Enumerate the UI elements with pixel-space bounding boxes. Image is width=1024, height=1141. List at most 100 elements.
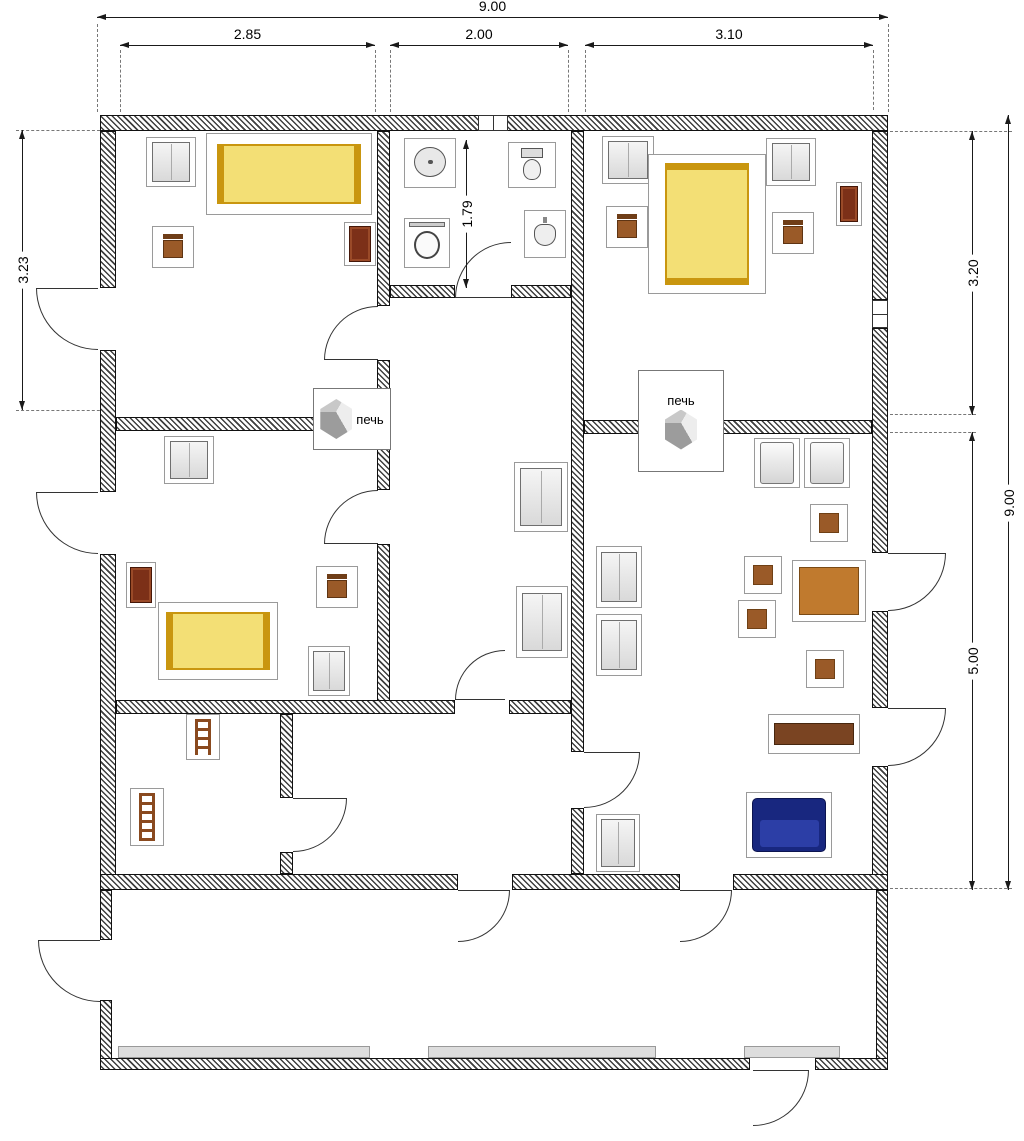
- cabinet-icon[interactable]: [344, 222, 376, 266]
- dimension-right-total: 9.00: [1001, 115, 1017, 890]
- wardrobe-icon[interactable]: [164, 436, 214, 484]
- bed-icon[interactable]: [648, 154, 766, 294]
- extension-line: [873, 50, 874, 110]
- wardrobe-icon[interactable]: [596, 614, 642, 676]
- extension-line: [16, 130, 100, 131]
- dimension-label: 3.23: [15, 251, 31, 289]
- wall-segment: [390, 285, 455, 298]
- extension-line: [890, 131, 1012, 132]
- wall-segment: [100, 1000, 112, 1070]
- chair-icon[interactable]: [772, 212, 814, 254]
- ladder-icon[interactable]: [186, 714, 220, 760]
- dimension-label: 2.00: [465, 26, 493, 42]
- dimension-top-right: 3.10: [585, 26, 873, 48]
- extension-line: [888, 24, 889, 112]
- fridge-icon[interactable]: [754, 438, 800, 488]
- dimension-label: 3.20: [965, 254, 981, 292]
- cabinet-icon[interactable]: [836, 182, 862, 226]
- dimension-right-lower: 5.00: [965, 432, 981, 890]
- bench-icon[interactable]: [768, 714, 860, 754]
- chair-icon[interactable]: [606, 206, 648, 248]
- extension-line: [16, 410, 115, 411]
- wall-segment: [100, 890, 112, 940]
- extension-line: [890, 888, 1012, 889]
- shower-icon[interactable]: [404, 138, 456, 188]
- window[interactable]: [478, 115, 508, 131]
- stool-icon[interactable]: [744, 556, 782, 594]
- wall-segment: [571, 808, 584, 874]
- window-sill: [118, 1046, 370, 1058]
- chair-icon[interactable]: [316, 566, 358, 608]
- stool-icon[interactable]: [810, 504, 848, 542]
- wall-segment: [509, 700, 571, 714]
- chair-icon[interactable]: [152, 226, 194, 268]
- washer-icon[interactable]: [404, 218, 450, 268]
- extension-line: [890, 414, 976, 415]
- wall-segment: [100, 874, 458, 890]
- wall-segment: [733, 874, 888, 890]
- wardrobe-icon[interactable]: [596, 546, 642, 608]
- dimension-right-upper: 3.20: [965, 131, 981, 415]
- wardrobe-icon[interactable]: [146, 137, 196, 187]
- stove-icon: [665, 409, 697, 450]
- wall-segment: [280, 852, 293, 874]
- wall-segment: [377, 131, 390, 306]
- wardrobe-icon[interactable]: [602, 136, 654, 184]
- wall-segment: [100, 350, 116, 492]
- stove-icon: [320, 399, 353, 439]
- stove-label: печь: [667, 392, 695, 408]
- toilet-icon[interactable]: [508, 142, 556, 188]
- sofa-icon[interactable]: [746, 792, 832, 858]
- wall-segment: [872, 328, 888, 553]
- extension-line: [120, 50, 121, 112]
- wall-segment: [872, 611, 888, 708]
- wall-segment: [100, 1058, 750, 1070]
- bed-icon[interactable]: [158, 602, 278, 680]
- bed-icon[interactable]: [206, 133, 372, 215]
- ladder-icon[interactable]: [130, 788, 164, 846]
- stool-icon[interactable]: [806, 650, 844, 688]
- wardrobe-icon[interactable]: [596, 814, 640, 872]
- dimension-label: 5.00: [965, 642, 981, 680]
- wardrobe-icon[interactable]: [516, 586, 568, 658]
- cabinet-icon[interactable]: [126, 562, 156, 608]
- window[interactable]: [872, 300, 888, 328]
- wall-segment: [571, 131, 584, 752]
- dimension-bath-depth: 1.79: [459, 140, 475, 288]
- table-icon[interactable]: [792, 560, 866, 622]
- fridge-icon[interactable]: [804, 438, 850, 488]
- wall-segment: [872, 766, 888, 890]
- wardrobe-icon[interactable]: [514, 462, 568, 532]
- dimension-label: 3.10: [715, 26, 743, 42]
- wall-segment: [116, 700, 455, 714]
- extension-line: [375, 50, 376, 112]
- wall-segment: [377, 544, 390, 714]
- wall-segment: [511, 285, 571, 298]
- sink-icon[interactable]: [524, 210, 566, 258]
- wall-segment: [876, 890, 888, 1070]
- window-sill: [428, 1046, 656, 1058]
- extension-line: [585, 50, 586, 112]
- stove-right[interactable]: печь: [638, 370, 724, 472]
- dimension-top-left: 2.85: [120, 26, 375, 48]
- wall-segment: [512, 874, 680, 890]
- wall-segment: [100, 131, 116, 288]
- dimension-top-total: 9.00: [97, 0, 888, 20]
- wardrobe-icon[interactable]: [766, 138, 816, 186]
- stove-left[interactable]: печь: [313, 388, 391, 450]
- dimension-label: 9.00: [478, 0, 507, 14]
- window-sill: [744, 1046, 840, 1058]
- extension-line: [390, 50, 391, 112]
- dimension-label: 2.85: [233, 26, 262, 42]
- dimension-top-middle: 2.00: [390, 26, 568, 48]
- dimension-label: 1.79: [459, 195, 475, 233]
- stool-icon[interactable]: [738, 600, 776, 638]
- dimension-label: 9.00: [1001, 483, 1017, 522]
- wall-segment: [815, 1058, 888, 1070]
- extension-line: [97, 24, 98, 112]
- wardrobe-icon[interactable]: [308, 646, 350, 696]
- wall-segment: [116, 417, 377, 431]
- extension-line: [568, 50, 569, 112]
